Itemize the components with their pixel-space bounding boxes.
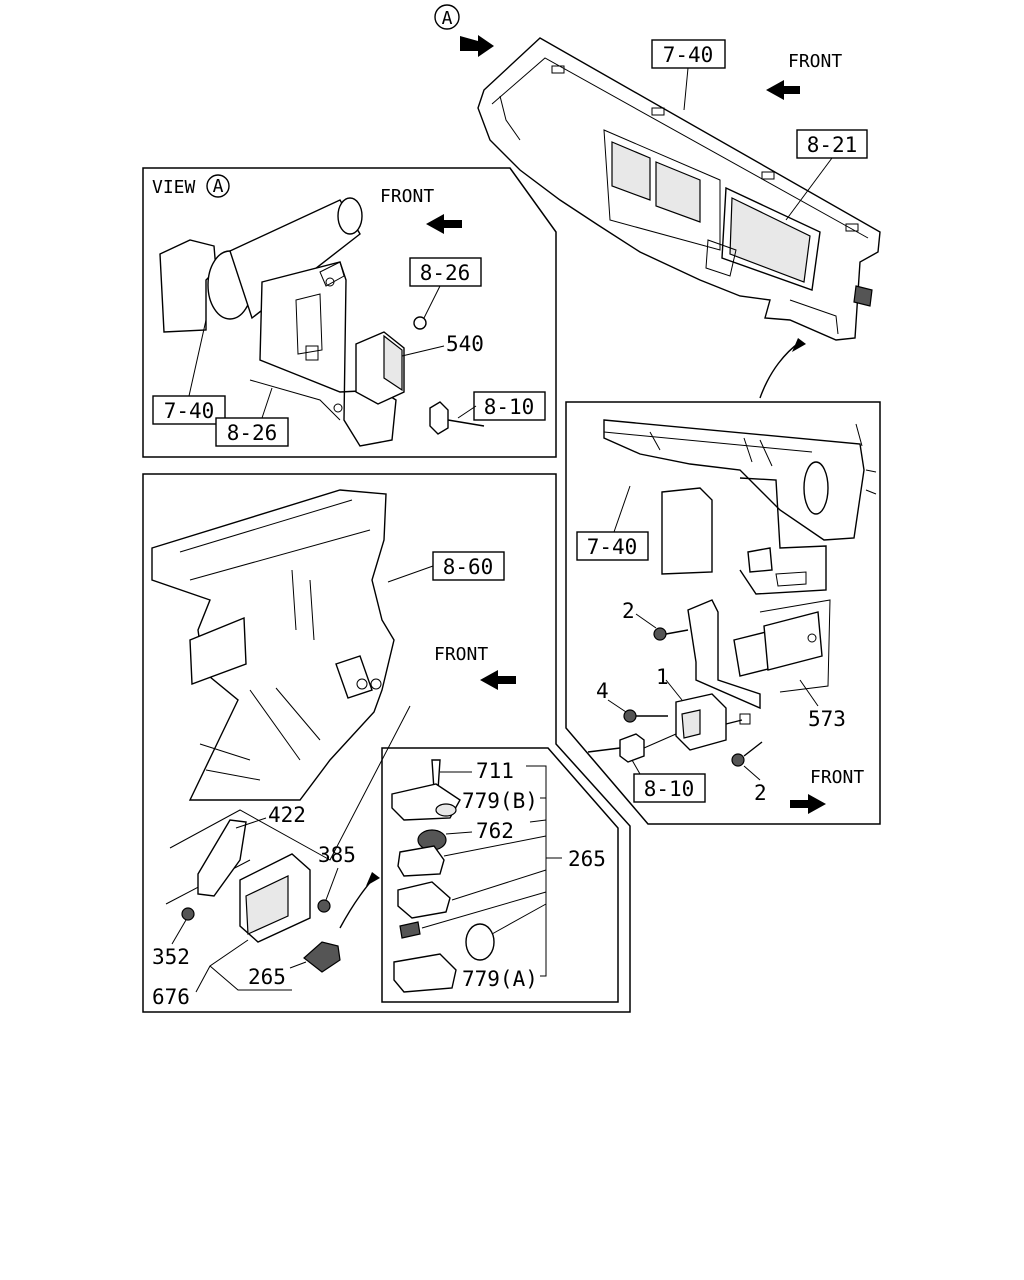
right-detail-panel-frame — [565, 401, 881, 825]
ref-7-40-box-top — [651, 39, 726, 69]
nut-icon — [413, 316, 427, 330]
ref-8-26-box-lower — [215, 417, 289, 447]
relay-bracket — [687, 599, 761, 710]
view-a-marker-circle — [434, 4, 460, 30]
lower-left-panel-frame — [142, 473, 631, 1013]
ref-8-26-box-upper — [409, 257, 482, 287]
part-1-label: 1 — [656, 665, 669, 689]
key-inner-case-icon — [397, 845, 445, 877]
key-o-ring-icon — [465, 923, 495, 961]
ref-8-10-box-view-a — [473, 391, 546, 421]
part-422-label: 422 — [268, 803, 306, 827]
front-arrow-right — [790, 794, 826, 814]
view-a-direction-arrow — [460, 35, 494, 57]
front-label-right: FRONT — [810, 767, 864, 788]
bolt-2-upper-icon — [653, 627, 667, 641]
key-set-subpanel-frame — [381, 747, 619, 1003]
part-2-label-lower: 2 — [754, 781, 767, 805]
ref-8-21-label: 8-21 — [807, 133, 858, 157]
front-arrow-view-a — [426, 214, 462, 234]
front-arrow-top — [766, 80, 800, 100]
ref-8-26-label-lower: 8-26 — [227, 421, 278, 445]
connector-8-10 — [619, 733, 645, 763]
ref-8-10-box-right — [633, 773, 706, 803]
key-cap-779a-icon — [393, 953, 457, 993]
front-label-lower: FRONT — [434, 644, 488, 665]
controller-bracket-422 — [197, 819, 247, 897]
part-385-label: 385 — [318, 843, 356, 867]
front-label-top: FRONT — [788, 51, 842, 72]
part-676-label: 676 — [152, 985, 190, 1009]
part-2-label-upper: 2 — [622, 599, 635, 623]
ref-8-60-box — [432, 551, 505, 581]
ref-7-40-label-view-a: 7-40 — [164, 399, 215, 423]
mounting-bracket — [259, 261, 397, 447]
part-711-label: 711 — [476, 759, 514, 783]
bolt-385-icon — [317, 899, 331, 913]
heater-unit-housing — [151, 489, 395, 801]
part-762-label: 762 — [476, 819, 514, 843]
part-265-label-right: 265 — [568, 847, 606, 871]
ref-8-21-box — [796, 129, 868, 159]
bolt-352-icon — [181, 907, 195, 921]
ref-7-40-box-right — [576, 531, 649, 561]
key-fob-265-icon — [303, 941, 341, 973]
view-a-title: VIEW — [152, 177, 196, 198]
part-265-label-left: 265 — [248, 965, 286, 989]
part-573-label: 573 — [808, 707, 846, 731]
dashboard-overview: A 7-40 8-21 FRONT — [434, 4, 881, 399]
ref-8-10-label-view-a: 8-10 — [484, 395, 535, 419]
connector-icon — [429, 401, 449, 435]
front-label-view-a: FRONT — [380, 186, 434, 207]
part-540-label: 540 — [446, 332, 484, 356]
bolt-2-lower-icon — [731, 753, 745, 767]
part-352-label: 352 — [152, 945, 190, 969]
support-bracket — [661, 487, 713, 575]
view-a-panel: VIEW A FRONT 8-26 540 8-10 7-40 8 — [142, 167, 557, 458]
detail-pointer-curve-left — [339, 875, 377, 929]
view-a-title-circle — [206, 174, 230, 198]
lower-left-panel: 8-60 FRONT 422 385 352 265 676 — [142, 473, 631, 1013]
view-a-marker-label: A — [442, 8, 453, 29]
ref-7-40-label-top: 7-40 — [663, 43, 714, 67]
part-779b-label: 779(B) — [462, 789, 538, 813]
ref-8-26-label-upper: 8-26 — [420, 261, 471, 285]
view-a-panel-frame — [142, 167, 557, 458]
ref-8-60-label: 8-60 — [443, 555, 494, 579]
right-detail-panel: 7-40 2 1 4 573 8-10 2 FRONT — [565, 401, 881, 825]
key-circuit-board-icon — [397, 881, 451, 919]
ref-7-40-box-view-a — [152, 395, 226, 425]
cross-member-beam — [603, 419, 865, 541]
ref-8-10-label-right: 8-10 — [644, 777, 695, 801]
part-4-label: 4 — [596, 679, 609, 703]
view-a-title-marker: A — [213, 176, 224, 197]
part-779a-label: 779(A) — [462, 967, 538, 991]
front-arrow-lower — [480, 670, 516, 690]
ref-7-40-label-right: 7-40 — [587, 535, 638, 559]
